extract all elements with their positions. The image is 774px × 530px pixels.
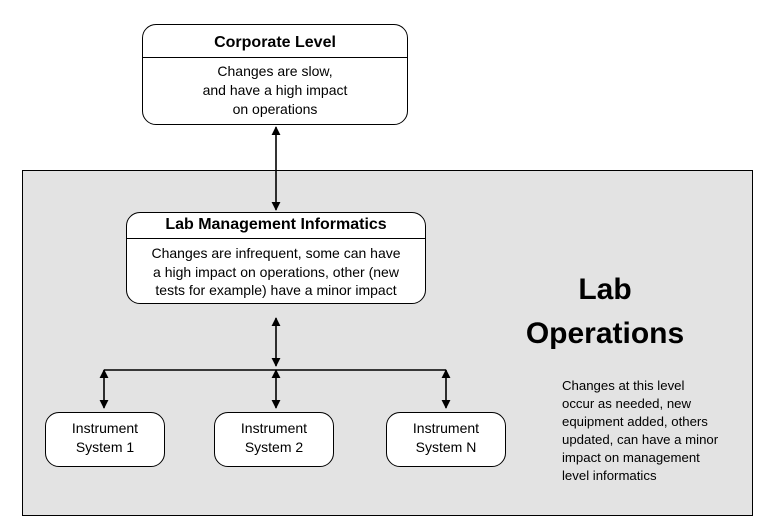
instrument-system-1-label: Instrument System 1 [71, 420, 139, 455]
corporate-level-description: Changes are slow, and have a high impact… [202, 63, 348, 117]
corporate-level-divider [142, 57, 408, 58]
instrument-system-1-box [45, 412, 165, 467]
instrument-system-n-box [386, 412, 506, 467]
corporate-level-title: Corporate Level [214, 34, 336, 51]
lab-management-description: Changes are infrequent, some can have a … [151, 245, 401, 298]
corporate-level-box [142, 24, 408, 125]
instrument-system-n-label: Instrument System N [412, 420, 480, 455]
lab-operations-note: Changes at this level occur as needed, n… [562, 378, 719, 483]
lab-management-box [126, 212, 426, 304]
instrument-system-2-label: Instrument System 2 [240, 420, 308, 455]
instrument-system-2-box [214, 412, 334, 467]
lab-operations-title: Lab Operations [525, 273, 685, 350]
lab-management-divider [126, 238, 426, 239]
lab-management-title: Lab Management Informatics [165, 216, 387, 233]
